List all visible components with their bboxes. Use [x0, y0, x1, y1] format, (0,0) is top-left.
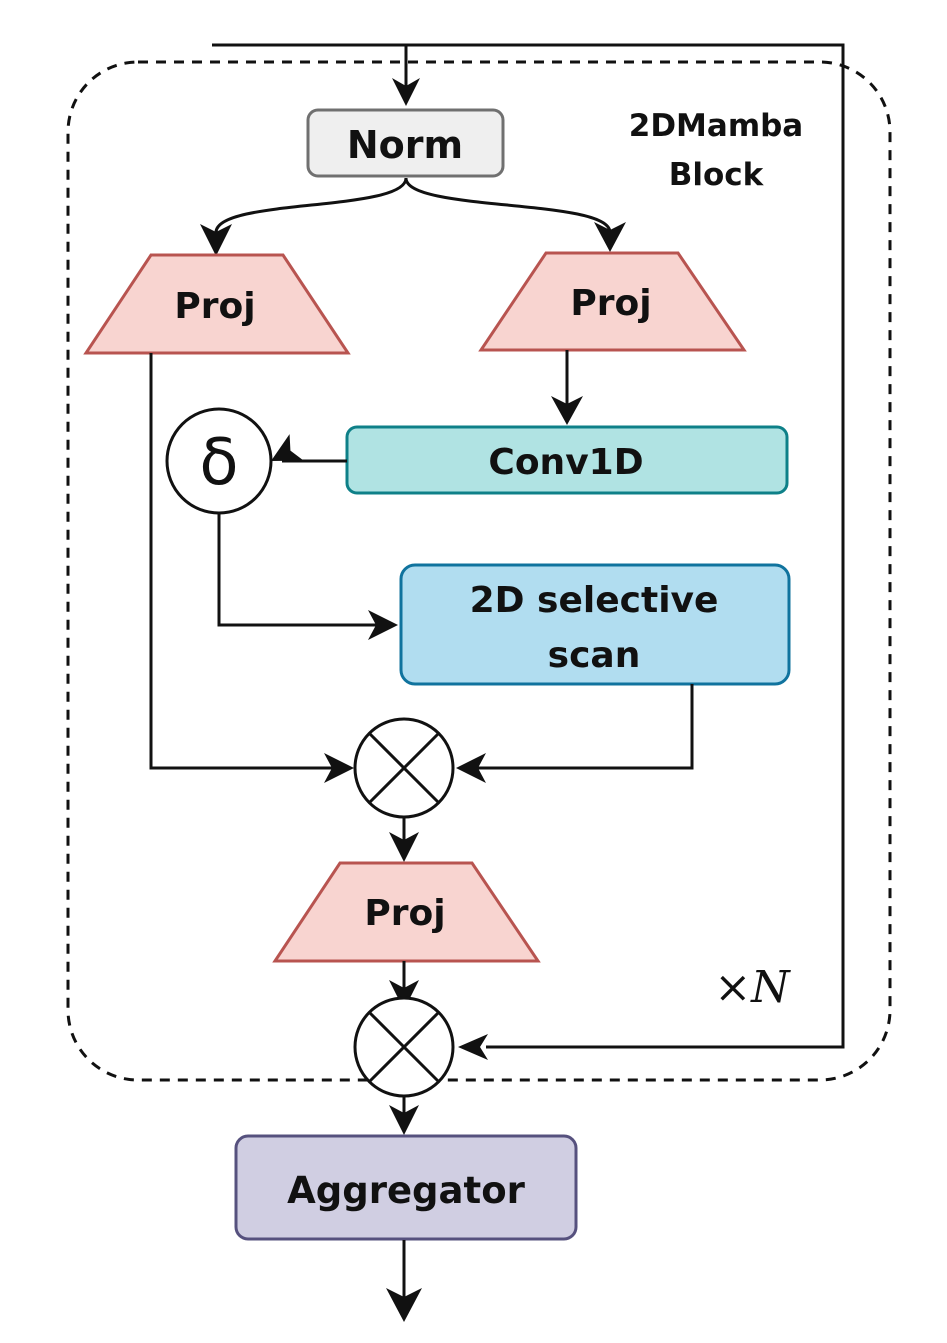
proj-left-node: [83, 253, 351, 355]
arrowhead: [389, 980, 419, 1010]
block-title-line2: Block: [669, 157, 765, 193]
aggregator-node: [234, 1134, 578, 1241]
conv1d-label: Conv1D: [488, 442, 643, 483]
selective-scan-label-line1: 2D selective: [470, 580, 719, 621]
residual-connection: [212, 43, 845, 1049]
arrowhead: [456, 753, 486, 783]
aggregator-label: Aggregator: [287, 1169, 526, 1212]
edge-norm-proj-left: [214, 177, 408, 233]
arrowhead: [324, 753, 354, 783]
arrowhead: [458, 1034, 488, 1060]
arrowhead: [368, 610, 398, 640]
delta-label: δ: [199, 426, 238, 500]
arrowhead: [389, 1105, 419, 1135]
arrowhead: [389, 832, 419, 862]
proj-right-label: Proj: [570, 283, 651, 324]
edge-scan-multiply: [475, 684, 694, 770]
proj-left-label: Proj: [174, 286, 255, 327]
arrowhead: [271, 434, 304, 461]
edge-delta-scan: [217, 513, 380, 627]
norm-label: Norm: [347, 123, 463, 167]
block-title-line1: 2DMamba: [629, 108, 803, 144]
arrowhead: [386, 1288, 422, 1322]
repeat-label: ×N: [714, 962, 791, 1013]
norm-node: [306, 108, 505, 178]
arrowhead: [392, 78, 420, 106]
proj-bottom-node: [272, 861, 541, 963]
multiply-node-2: [353, 996, 455, 1098]
arrowhead: [594, 222, 626, 252]
proj-right-node: [478, 251, 747, 352]
proj-bottom-label: Proj: [364, 893, 445, 934]
arrowhead: [551, 396, 583, 425]
edge-proj-left-multiply: [149, 353, 335, 770]
edge-norm-proj-right: [404, 177, 612, 233]
arrowhead: [200, 224, 232, 256]
selective-scan-node: [399, 563, 791, 686]
block-boundary: [66, 60, 892, 1082]
multiply-node-1: [353, 717, 455, 819]
selective-scan-label-line2: scan: [548, 635, 641, 676]
